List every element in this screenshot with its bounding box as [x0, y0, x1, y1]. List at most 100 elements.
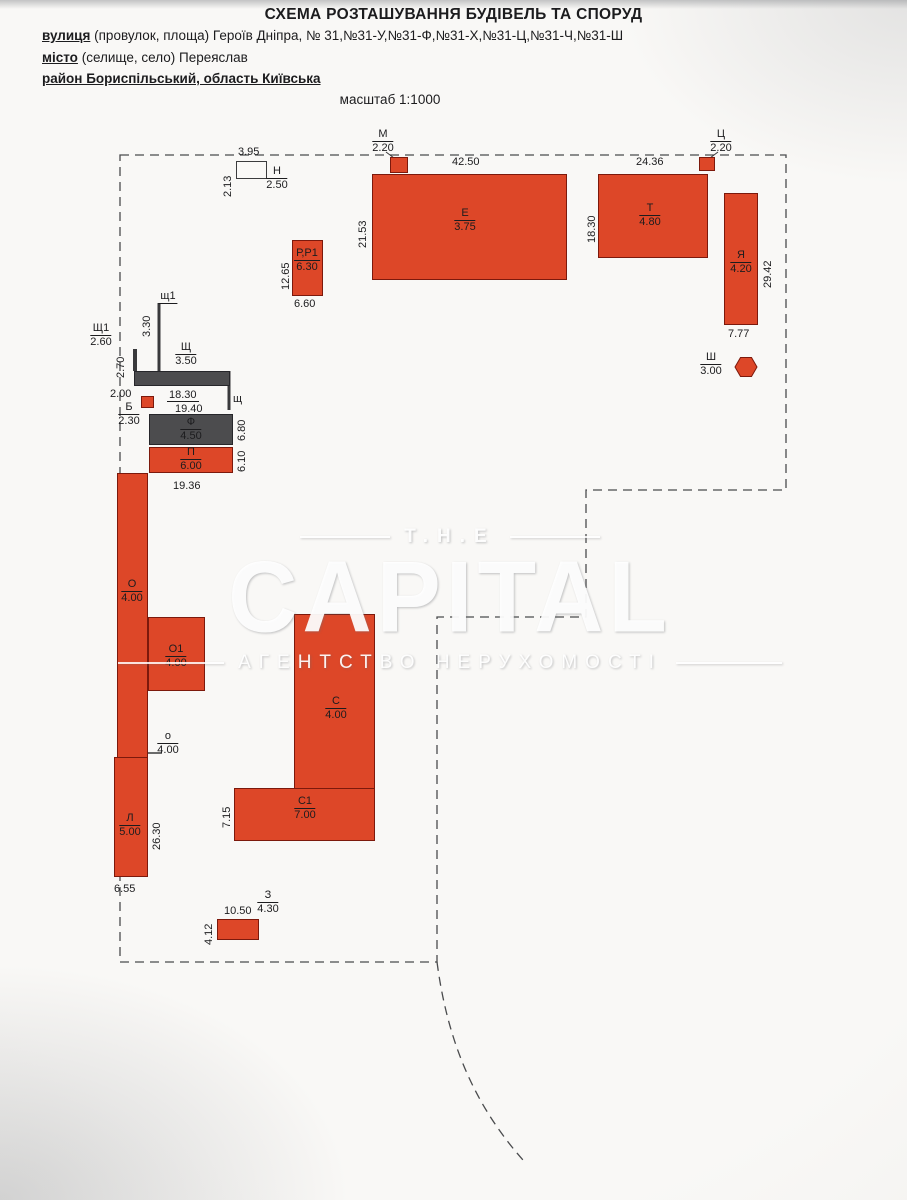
- label-building-t: Т 4.80: [639, 202, 661, 229]
- building-c-letter: Ц: [710, 128, 732, 142]
- dim-e-width: 42.50: [452, 156, 480, 168]
- o-small-letter: о: [157, 730, 179, 744]
- building-o-letter: О: [121, 578, 143, 592]
- building-n: [236, 161, 267, 179]
- building-b: [141, 396, 154, 408]
- city-line: місто (селище, село) Переяслав: [42, 50, 248, 65]
- label-shch1-small: щ1: [158, 290, 178, 304]
- label-building-s1: С1 7.00: [294, 795, 316, 822]
- building-e: [372, 174, 567, 280]
- shch-letter: Щ: [175, 341, 197, 355]
- dim-n-height: 2.13: [222, 175, 234, 197]
- label-o-small: о 4.00: [157, 730, 179, 757]
- building-rr1: [292, 240, 323, 296]
- district-line: район Бориспільський, область Київська: [42, 71, 321, 86]
- building-t: [598, 174, 708, 258]
- building-s1-dim: 7.00: [294, 808, 316, 821]
- label-building-f: Ф 4.50: [180, 416, 202, 443]
- label-building-z: З 4.30: [257, 889, 279, 916]
- structure-sh-letter: Ш: [700, 351, 722, 365]
- site-boundary-tail: [436, 961, 524, 1161]
- building-t-dim: 4.80: [639, 215, 661, 228]
- scale-label: масштаб 1:1000: [339, 92, 441, 107]
- building-e-letter: Е: [454, 207, 476, 221]
- label-shch-small: щ: [233, 393, 243, 405]
- label-building-n: Н 2.50: [266, 165, 288, 192]
- dim-shch1-height: 2.70: [115, 356, 127, 378]
- building-ya-dim: 4.20: [730, 262, 752, 275]
- street-value: (провулок, площа) Героїв Дніпра, № 31,№3…: [94, 28, 624, 43]
- building-s-letter: С: [325, 695, 347, 709]
- dim-t-height: 18.30: [586, 215, 598, 243]
- dim-shch-length: 18.30: [167, 389, 199, 402]
- building-ya-letter: Я: [730, 249, 752, 263]
- dim-n-width: 3.95: [238, 146, 260, 158]
- building-l: [114, 757, 148, 877]
- dim-l-width: 6.55: [114, 883, 136, 895]
- building-b-letter: Б: [118, 401, 140, 415]
- label-building-s: С 4.00: [325, 695, 347, 722]
- label-shch1: Щ1 2.60: [90, 322, 112, 349]
- label-building-o: О 4.00: [121, 578, 143, 605]
- city-label: місто: [42, 50, 78, 65]
- shch-dim: 3.50: [175, 354, 197, 367]
- label-building-m: М 2.20: [372, 128, 394, 155]
- building-p-letter: П: [180, 446, 202, 460]
- building-p-dim: 6.00: [180, 459, 202, 472]
- dim-rr1-height: 12.65: [280, 262, 292, 290]
- building-n-dim: 2.50: [266, 178, 288, 191]
- building-b-dim: 2.30: [118, 414, 140, 427]
- dim-shch1-small-height: 3.30: [141, 315, 153, 337]
- dim-l-height: 26.30: [151, 822, 163, 850]
- label-building-ya: Я 4.20: [730, 249, 752, 276]
- dim-ya-width: 7.77: [728, 328, 750, 340]
- building-z: [217, 919, 259, 940]
- dim-ya-height: 29.42: [762, 260, 774, 288]
- dim-t-width: 24.36: [636, 156, 664, 168]
- label-building-rr1: Р,Р1 6.30: [294, 247, 320, 274]
- street-label: вулиця: [42, 28, 91, 43]
- building-ya: [724, 193, 758, 325]
- label-building-e: Е 3.75: [454, 207, 476, 234]
- dim-e-height: 21.53: [357, 220, 369, 248]
- building-o-dim: 4.00: [121, 591, 143, 604]
- building-s: [294, 614, 375, 790]
- building-s-dim: 4.00: [325, 708, 347, 721]
- building-p: [149, 447, 233, 473]
- building-n-letter: Н: [266, 165, 288, 179]
- building-s1: [234, 788, 375, 841]
- dim-rr1-width: 6.60: [294, 298, 316, 310]
- structure-shch-bar: [134, 371, 230, 386]
- building-c-dim: 2.20: [710, 141, 732, 154]
- shch1-small-letter: щ1: [158, 290, 178, 304]
- building-rr1-letter: Р,Р1: [294, 247, 320, 261]
- building-rr1-dim: 6.30: [296, 260, 318, 273]
- label-structure-sh: Ш 3.00: [700, 351, 722, 378]
- building-f-dim: 4.50: [180, 429, 202, 442]
- building-f-letter: Ф: [180, 416, 202, 430]
- dim-p-side-upper: 6.80: [236, 419, 248, 441]
- label-building-l: Л 5.00: [119, 812, 141, 839]
- building-l-letter: Л: [119, 812, 141, 826]
- structure-sh-dim: 3.00: [700, 364, 722, 377]
- dim-z-length: 10.50: [224, 905, 252, 917]
- building-z-letter: З: [257, 889, 279, 903]
- label-building-b: Б 2.30: [118, 401, 140, 428]
- dim-shch-length2: 19.40: [175, 403, 203, 415]
- dim-z-height: 4.12: [203, 923, 215, 945]
- building-m-dim: 2.20: [372, 141, 394, 154]
- building-o: [117, 473, 148, 758]
- building-z-dim: 4.30: [257, 902, 279, 915]
- label-shch: Щ 3.50: [175, 341, 197, 368]
- building-l-dim: 5.00: [119, 825, 141, 838]
- building-o1-letter: О1: [165, 643, 187, 657]
- dim-p-side-lower: 6.10: [236, 450, 248, 472]
- site-boundary: [119, 154, 787, 963]
- structure-sh-hexagon: [734, 357, 758, 377]
- label-building-p: П 6.00: [180, 446, 202, 473]
- building-s1-letter: С1: [294, 795, 316, 809]
- shch1-letter: Щ1: [90, 322, 112, 336]
- shch1-dim: 2.60: [90, 335, 112, 348]
